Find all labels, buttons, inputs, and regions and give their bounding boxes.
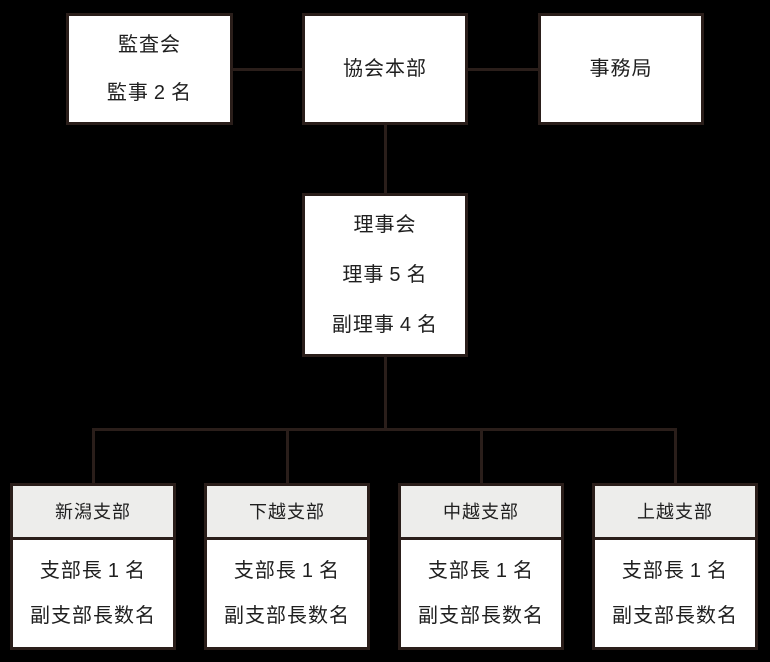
board-of-directors-box: 理事会 理事 5 名 副理事 4 名 (302, 193, 468, 357)
branch-header: 上越支部 (595, 486, 755, 540)
branch-detail-chief: 支部長 1 名 (427, 560, 535, 582)
headquarters-box: 協会本部 (302, 13, 468, 125)
board-detail-vice-directors: 副理事 4 名 (331, 314, 439, 336)
connector-branch-distributor (92, 428, 677, 431)
connector-audit-to-headquarters (232, 68, 302, 71)
connector-headquarters-to-board (384, 124, 387, 194)
audit-board-box: 監査会 監事 2 名 (66, 13, 233, 125)
branch-body: 支部長 1 名 副支部長数名 (207, 540, 367, 647)
branch-detail-vice-chiefs: 副支部長数名 (612, 605, 738, 627)
branch-detail-vice-chiefs: 副支部長数名 (30, 605, 156, 627)
headquarters-title: 協会本部 (343, 58, 427, 80)
connector-drop-niigata (92, 428, 95, 485)
branch-header: 新潟支部 (13, 486, 173, 540)
branch-box-joetsu: 上越支部 支部長 1 名 副支部長数名 (592, 483, 758, 650)
branch-body: 支部長 1 名 副支部長数名 (13, 540, 173, 647)
branch-detail-chief: 支部長 1 名 (621, 560, 729, 582)
connector-drop-kaetsu (286, 428, 289, 485)
connector-drop-chuetsu (480, 428, 483, 485)
branch-detail-chief: 支部長 1 名 (39, 560, 147, 582)
branch-body: 支部長 1 名 副支部長数名 (401, 540, 561, 647)
branch-detail-vice-chiefs: 副支部長数名 (224, 605, 350, 627)
connector-board-to-branches (384, 356, 387, 430)
branch-body: 支部長 1 名 副支部長数名 (595, 540, 755, 647)
connector-headquarters-to-secretariat (468, 68, 538, 71)
secretariat-box: 事務局 (538, 13, 704, 125)
board-title: 理事会 (353, 214, 417, 236)
branch-detail-vice-chiefs: 副支部長数名 (418, 605, 544, 627)
branch-box-chuetsu: 中越支部 支部長 1 名 副支部長数名 (398, 483, 564, 650)
secretariat-title: 事務局 (589, 58, 653, 80)
branch-box-niigata: 新潟支部 支部長 1 名 副支部長数名 (10, 483, 176, 650)
connector-drop-joetsu (674, 428, 677, 485)
audit-board-title: 監査会 (118, 34, 181, 56)
branch-header: 下越支部 (207, 486, 367, 540)
board-detail-directors: 理事 5 名 (342, 264, 428, 286)
audit-board-detail: 監事 2 名 (106, 82, 193, 104)
branch-box-kaetsu: 下越支部 支部長 1 名 副支部長数名 (204, 483, 370, 650)
branch-header: 中越支部 (401, 486, 561, 540)
branch-detail-chief: 支部長 1 名 (233, 560, 341, 582)
